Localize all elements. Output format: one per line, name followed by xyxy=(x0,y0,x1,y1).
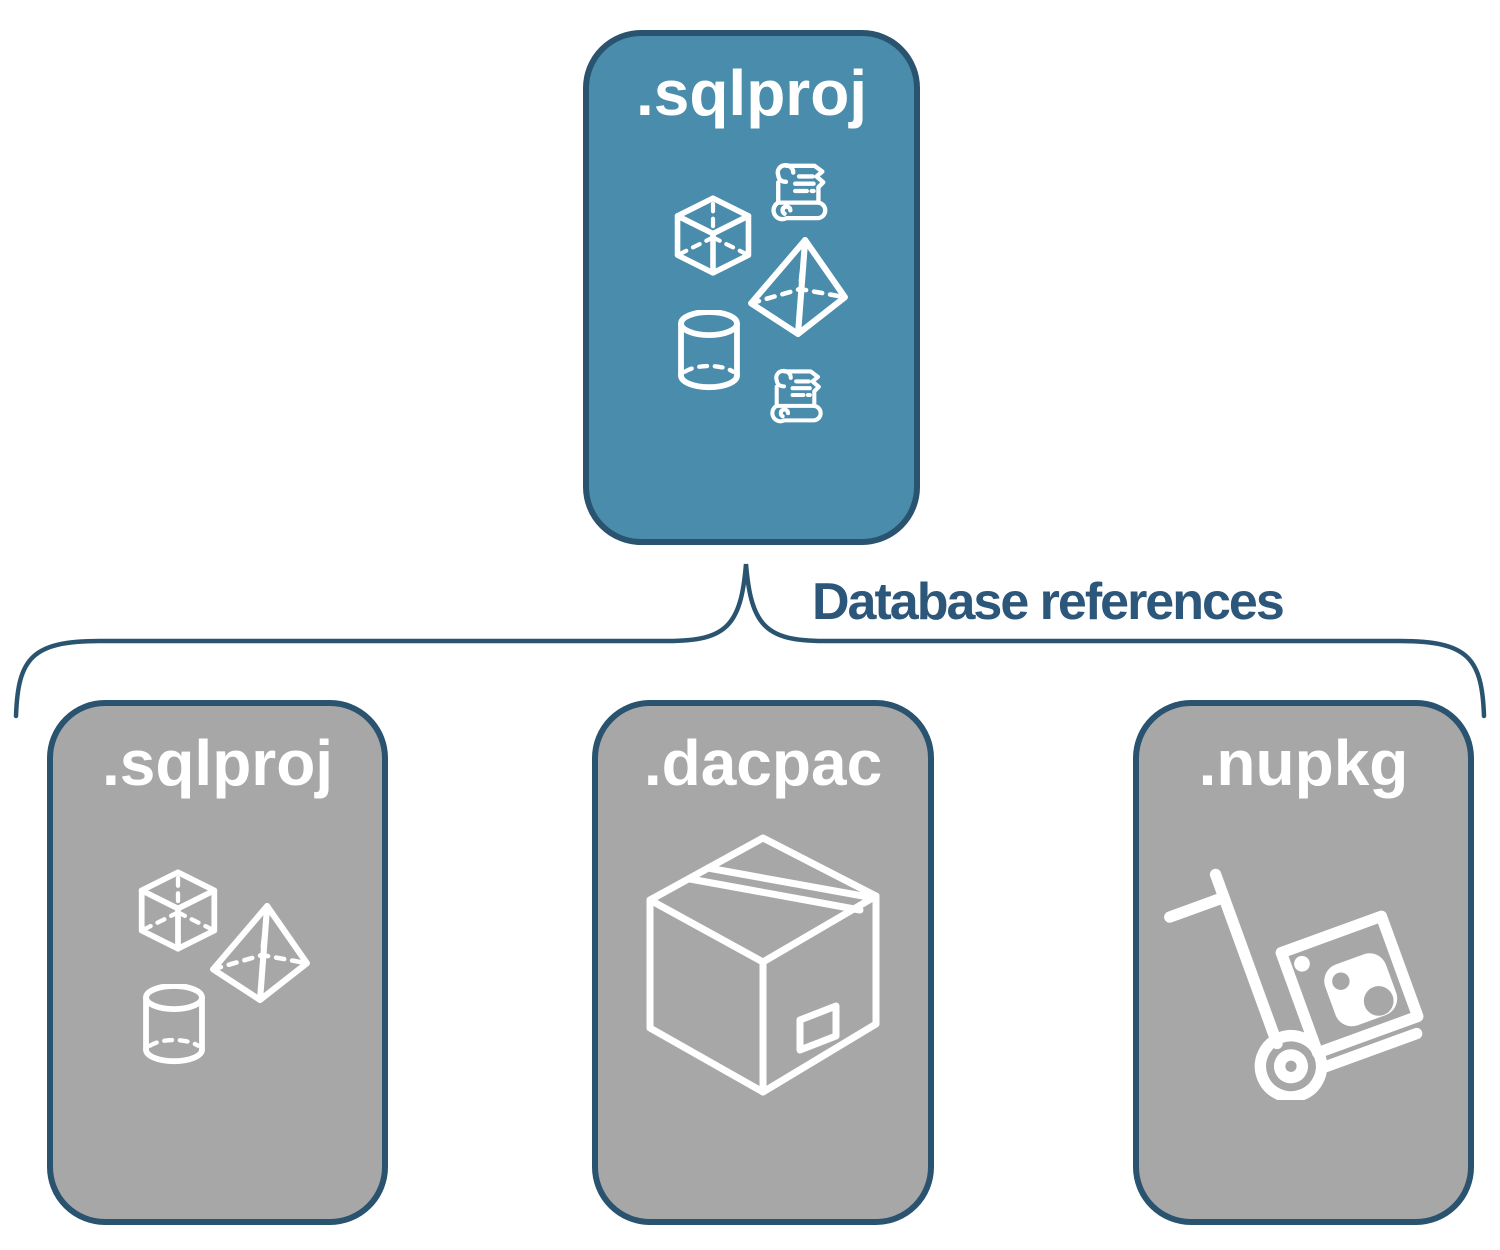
hand-truck-ledge xyxy=(1320,1027,1423,1073)
node-dacpac: .dacpac xyxy=(592,700,934,1225)
hand-truck-handle xyxy=(1164,891,1230,923)
cube-icon xyxy=(671,190,755,282)
node-sqlproj-child: .sqlproj xyxy=(47,700,388,1225)
package-box-icon xyxy=(646,834,880,1096)
pyramid-icon xyxy=(209,902,311,1004)
node-sqlproj-root: .sqlproj xyxy=(583,30,920,545)
cylinder-icon xyxy=(675,310,743,392)
script-scroll-icon xyxy=(769,364,827,426)
connector-label: Database references xyxy=(812,573,1285,631)
hand-truck-wheel xyxy=(1254,1030,1328,1100)
package-outline xyxy=(1275,910,1424,1059)
hand-truck-nuget-icon xyxy=(1164,868,1424,1100)
child-node-title: .dacpac xyxy=(643,727,883,799)
brace-connector xyxy=(13,563,1487,719)
pyramid-icon xyxy=(746,236,850,338)
nuget-logo xyxy=(1294,953,1398,1027)
child-node-title: .nupkg xyxy=(1198,727,1409,799)
cylinder-icon xyxy=(139,984,209,1066)
child-node-title: .sqlproj xyxy=(101,727,334,799)
root-node-title: .sqlproj xyxy=(635,57,868,129)
node-nupkg: .nupkg xyxy=(1133,700,1474,1225)
script-scroll-icon xyxy=(770,158,832,224)
